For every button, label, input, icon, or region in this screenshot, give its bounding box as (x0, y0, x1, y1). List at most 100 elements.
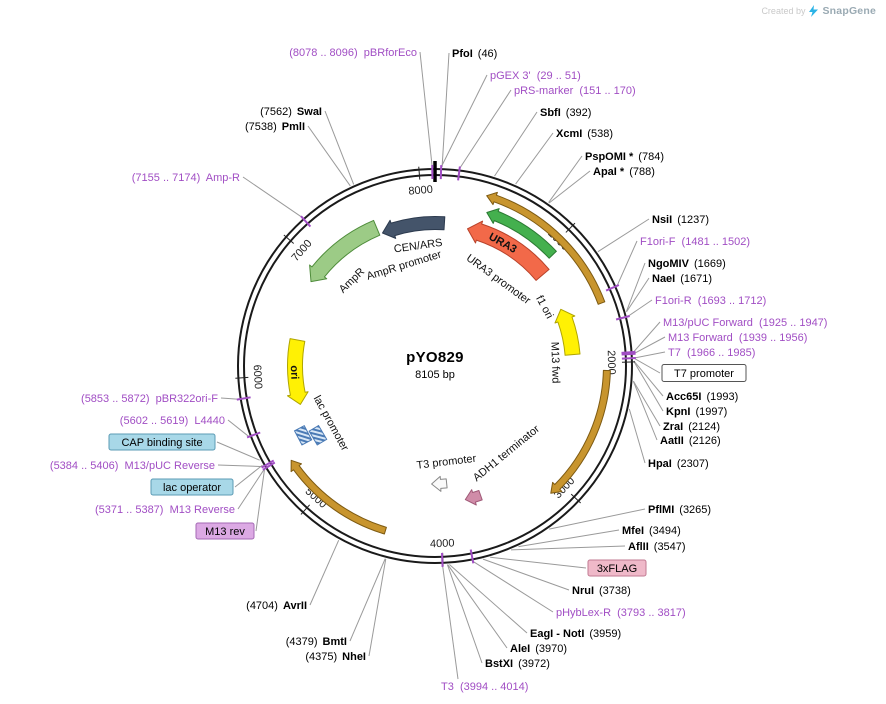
lac-operator-site-box[interactable] (308, 424, 328, 446)
site-label-aatii[interactable]: AatII(2126) (660, 435, 721, 447)
feature-box-m13-rev[interactable]: M13 rev (195, 522, 255, 540)
feature-cap-site[interactable] (293, 424, 313, 446)
primer-site-tick-3805 (469, 549, 475, 564)
cap-binding-site-box-label: CAP binding site (121, 437, 202, 449)
site-label-hpai[interactable]: HpaI(2307) (648, 458, 709, 470)
site-label-pflmi[interactable]: PflMI(3265) (648, 504, 711, 516)
leader-line-apai (548, 170, 591, 204)
feature-orf-green[interactable] (486, 208, 557, 259)
site-label-nhei[interactable]: (4375)NheI (305, 651, 366, 663)
leader-line-pspomi (548, 155, 583, 203)
site-label-ngomiv[interactable]: NgoMIV(1669) (648, 258, 726, 270)
site-label-pfoi[interactable]: PfoI(46) (452, 48, 497, 60)
site-label-m13-reverse[interactable]: (5371 .. 5387) M13 Reverse (95, 504, 235, 516)
feature-box-lac-operator[interactable]: lac operator (150, 478, 234, 496)
leader-line-nsii (597, 218, 650, 253)
feature-ori[interactable] (287, 338, 309, 405)
site-label-alei[interactable]: AleI(3970) (510, 643, 567, 655)
feature-misc-arc-right[interactable] (550, 369, 611, 494)
site-label-eagi-noti[interactable]: EagI - NotI(3959) (530, 628, 621, 640)
3xflag-box-label: 3xFLAG (597, 563, 637, 575)
t7-promoter-box-label: T7 promoter (674, 368, 734, 380)
feature-ura3[interactable] (467, 220, 550, 281)
inner-label-ori[interactable]: ori (288, 365, 301, 380)
cap-site-box[interactable] (293, 424, 313, 446)
site-label-apai[interactable]: ApaI *(788) (593, 166, 655, 178)
site-label-mfei[interactable]: MfeI(3494) (622, 525, 681, 537)
site-label-bstxi[interactable]: BstXI(3972) (485, 658, 550, 670)
leader-line-pfoi (441, 52, 450, 168)
watermark-brand: SnapGene (822, 5, 876, 17)
cap-binding-site-box-bg[interactable] (108, 433, 216, 451)
site-label-pspomi[interactable]: PspOMI *(784) (585, 151, 664, 163)
leader-line-phyblex-r (472, 560, 554, 613)
site-label-amp-r[interactable]: (7155 .. 7174) Amp-R (132, 172, 240, 184)
site-label-avrii[interactable]: (4704)AvrII (246, 600, 307, 612)
site-label-nsii[interactable]: NsiI(1237) (652, 214, 709, 226)
site-label-prs-marker[interactable]: pRS-marker (151 .. 170) (514, 85, 636, 97)
site-label-naei[interactable]: NaeI(1671) (652, 273, 712, 285)
inner-label-m13-fwd[interactable]: M13 fwd (548, 342, 561, 384)
site-label-acc65i[interactable]: Acc65I(1993) (666, 391, 738, 403)
inner-label-ampr[interactable]: AmpR (337, 266, 367, 296)
feature-f1-ori[interactable] (554, 308, 581, 356)
leader-line-amp-r (242, 176, 303, 219)
primer-site-tick-5610 (246, 431, 261, 439)
site-label-t7[interactable]: T7 (1966 .. 1985) (668, 347, 755, 359)
site-label-t3[interactable]: T3 (3994 .. 4014) (441, 681, 528, 693)
tick-label-7000: 7000 (290, 238, 315, 264)
t7-promoter-box-bg[interactable] (661, 364, 747, 382)
feature-box-t7-promoter[interactable]: T7 promoter (661, 364, 747, 382)
leader-line-xcmi (515, 132, 554, 185)
feature-cen-ars[interactable] (382, 215, 446, 239)
site-label-aflii[interactable]: AflII(3547) (628, 541, 686, 553)
3xflag-box-bg[interactable] (587, 559, 647, 577)
site-label-kpni[interactable]: KpnI(1997) (666, 406, 727, 418)
site-label-zrai[interactable]: ZraI(2124) (663, 421, 720, 433)
leader-line-m13puc-forward (633, 321, 661, 353)
m13-rev-box-bg[interactable] (195, 522, 255, 540)
leader-line-m13-forward (633, 336, 666, 355)
feature-lac-operator-site[interactable] (308, 424, 328, 446)
leader-line-pflmi (548, 508, 646, 530)
site-label-m13puc-forward[interactable]: M13/pUC Forward (1925 .. 1947) (663, 317, 827, 329)
leader-line-t7-promoter (633, 357, 661, 374)
watermark-prefix: Created by (761, 6, 806, 16)
site-label-m13puc-reverse[interactable]: (5384 .. 5406) M13/pUC Reverse (50, 460, 215, 472)
feature-t3-promoter-arrow[interactable] (431, 475, 448, 492)
site-label-pmli[interactable]: (7538)PmlI (245, 121, 305, 133)
feature-box-3xflag[interactable]: 3xFLAG (587, 559, 647, 577)
site-label-sbfi[interactable]: SbfI(392) (540, 107, 591, 119)
feature-ampr[interactable] (309, 219, 381, 283)
site-label-f1ori-r[interactable]: F1ori-R (1693 .. 1712) (655, 295, 766, 307)
site-label-bmti[interactable]: (4379)BmtI (286, 636, 347, 648)
leader-line-bstxi (446, 564, 483, 664)
lac-operator-box-label: lac operator (163, 482, 221, 494)
site-label-phyblex-r[interactable]: pHybLex-R (3793 .. 3817) (556, 607, 686, 619)
site-label-l4440[interactable]: (5602 .. 5619) L4440 (120, 415, 225, 427)
leader-line-cap-binding-site (216, 441, 260, 461)
feature-misc-arc-bottomleft[interactable] (290, 459, 387, 535)
site-label-swai[interactable]: (7562)SwaI (260, 106, 322, 118)
site-label-pgex3[interactable]: pGEX 3' (29 .. 51) (490, 70, 581, 82)
lac-operator-box-bg[interactable] (150, 478, 234, 496)
site-label-xcmi[interactable]: XcmI(538) (556, 128, 613, 140)
site-label-pbr322ori-f[interactable]: (5853 .. 5872) pBR322ori-F (81, 393, 218, 405)
site-label-nrui[interactable]: NruI(3738) (572, 585, 631, 597)
site-label-f1ori-f[interactable]: F1ori-F (1481 .. 1502) (640, 236, 750, 248)
primer-site-tick-1491 (605, 284, 620, 292)
leader-line-nhei (368, 558, 387, 657)
tick-label-6000: 6000 (251, 364, 264, 389)
inner-label-t3-promoter[interactable]: T3 promoter (416, 453, 477, 472)
feature-misc-arc-top[interactable] (486, 191, 606, 305)
feature-flag-3x[interactable] (464, 489, 483, 506)
site-label-pbrforeco[interactable]: (8078 .. 8096) pBRforEco (289, 47, 417, 59)
site-label-m13-forward[interactable]: M13 Forward (1939 .. 1956) (668, 332, 807, 344)
inner-label-adh1-terminator[interactable]: ADH1 terminator (471, 423, 542, 484)
leader-line-acc65i (633, 360, 664, 397)
inner-label-f1-ori[interactable]: f1 ori (533, 294, 555, 321)
primer-site-tick-5862 (236, 396, 251, 401)
feature-box-cap-binding-site[interactable]: CAP binding site (108, 433, 216, 451)
